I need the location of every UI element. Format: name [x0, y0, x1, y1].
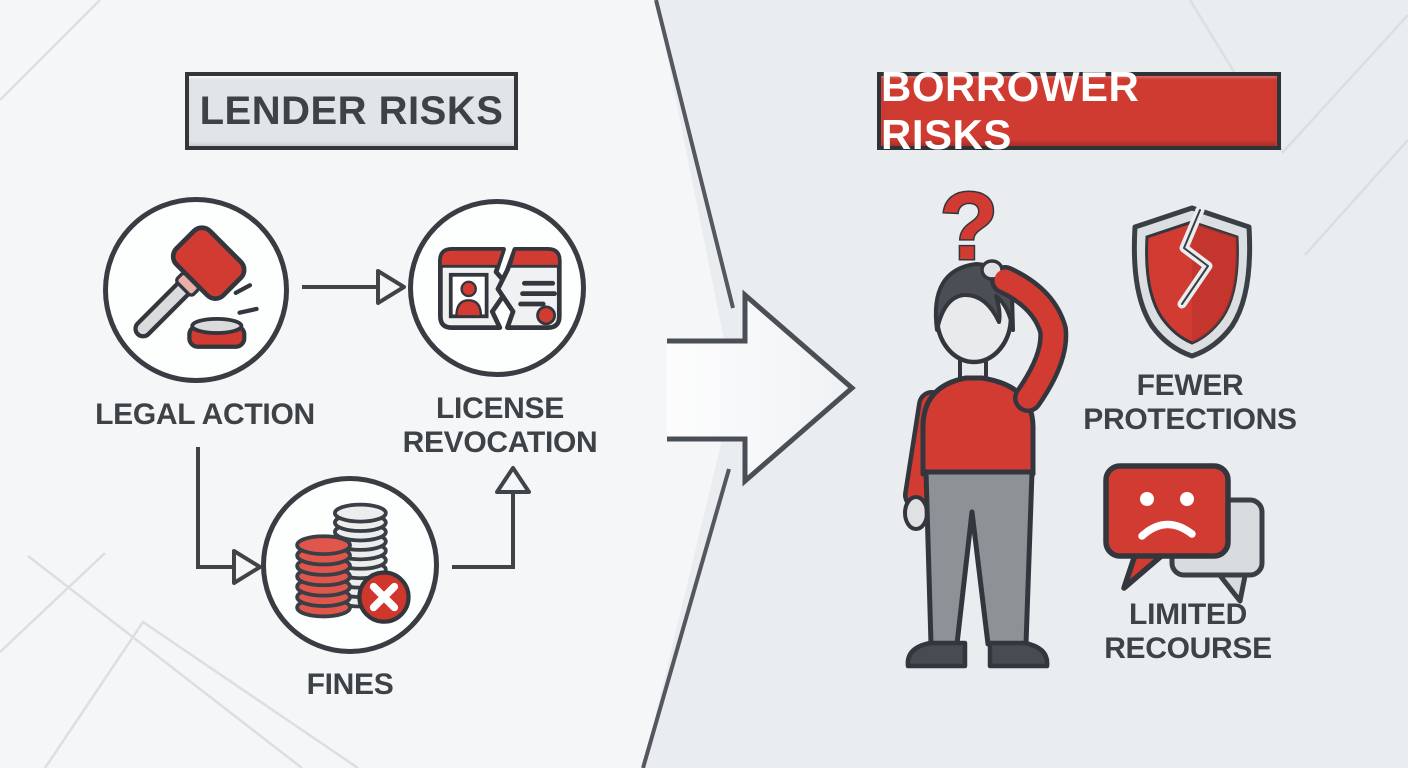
arrow-legal-to-fines	[196, 447, 262, 585]
red-coin-stack	[295, 534, 352, 619]
left-shoe	[905, 640, 968, 669]
arrow-fines-to-license	[452, 466, 531, 569]
question-mark-icon: ?	[940, 180, 999, 280]
impact-dashes	[233, 283, 259, 315]
arrow-legal-to-license	[302, 269, 406, 305]
legal-action-label: LEGAL ACTION	[95, 398, 315, 431]
gavel-icon	[133, 225, 259, 349]
license-revocation-label: LICENSE REVOCATION	[402, 392, 598, 459]
license-revocation-node	[408, 199, 586, 377]
license-card-icon	[438, 246, 562, 330]
fines-node	[261, 476, 439, 654]
sad-chat-bubbles-icon	[1103, 463, 1265, 604]
pants	[923, 469, 1035, 647]
red-bubble-sad-face	[1103, 463, 1231, 591]
legal-action-node	[103, 197, 289, 383]
broken-shield-icon	[1131, 205, 1253, 359]
torso	[920, 375, 1036, 477]
left-hand	[903, 495, 929, 531]
fewer-protections-label: FEWER PROTECTIONS	[1083, 369, 1297, 436]
big-right-arrow	[667, 289, 856, 487]
borrower-risks-title: BORROWER RISKS	[877, 63, 1281, 158]
lender-risks-title: LENDER RISKS	[185, 72, 518, 150]
coins-fine-icon	[295, 502, 411, 624]
panel-divider-line	[641, 0, 735, 768]
confused-person-illustration: ?	[903, 180, 1069, 669]
limited-recourse-label: LIMITED RECOURSE	[1104, 598, 1272, 665]
fines-label: FINES	[306, 668, 394, 701]
right-shoe	[987, 640, 1050, 669]
